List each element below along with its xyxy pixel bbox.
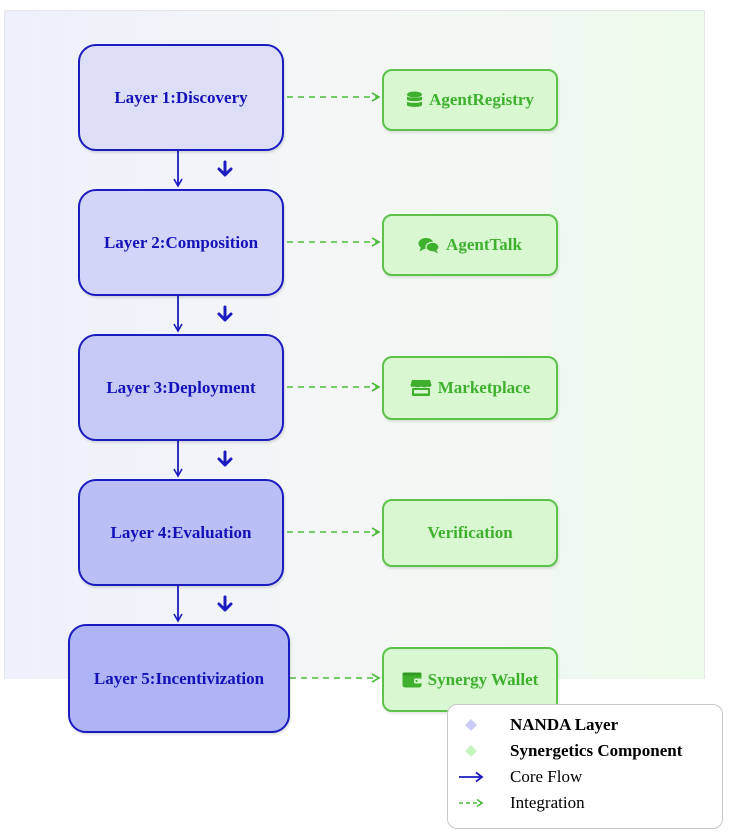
layer-2-composition-box: Layer 2:Composition [78, 189, 284, 296]
dashed-arrow-right-icon [456, 797, 486, 809]
down-arrow-icon [217, 595, 233, 612]
legend: NANDA Layer Synergetics Component Core F… [447, 704, 723, 829]
component-synergy-wallet: Synergy Wallet [382, 647, 558, 712]
component-label: Synergy Wallet [427, 669, 539, 689]
component-agentregistry: AgentRegistry [382, 69, 558, 131]
legend-item-synergetics-component: Synergetics Component [448, 738, 682, 764]
legend-label: Synergetics Component [510, 741, 683, 760]
legend-label: Core Flow [510, 767, 583, 786]
diamond-icon [456, 719, 486, 731]
layer-label: Layer 1:Discovery [114, 87, 248, 107]
database-icon [406, 91, 423, 109]
layer-label: Layer 5:Incentivization [93, 668, 265, 688]
legend-item-core-flow: Core Flow [448, 764, 582, 790]
legend-item-integration: Integration [448, 790, 585, 816]
component-label: AgentTalk [446, 235, 522, 254]
store-icon [410, 379, 432, 397]
down-arrow-icon [217, 450, 233, 467]
layer-4-evaluation-box: Layer 4:Evaluation [78, 479, 284, 586]
layer-3-deployment-box: Layer 3:Deployment [78, 334, 284, 441]
legend-label: Integration [510, 793, 585, 812]
legend-item-nanda-layer: NANDA Layer [448, 712, 618, 738]
legend-label: NANDA Layer [510, 715, 619, 734]
arrow-right-icon [456, 771, 486, 783]
component-marketplace: Marketplace [382, 356, 558, 420]
component-label: Marketplace [437, 378, 531, 397]
layer-5-incentivization-box: Layer 5:Incentivization [68, 624, 290, 733]
layer-label: Layer 2:Composition [103, 232, 259, 252]
component-label: Verification [427, 523, 513, 542]
component-label: AgentRegistry [429, 90, 534, 109]
component-verification: Verification [382, 499, 558, 567]
diamond-icon [456, 745, 486, 757]
down-arrow-icon [217, 160, 233, 177]
component-agenttalk: AgentTalk [382, 214, 558, 276]
down-arrow-icon [217, 305, 233, 322]
chat-bubbles-icon [418, 237, 440, 254]
wallet-icon [402, 671, 422, 688]
layer-label: Layer 3:Deployment [106, 377, 256, 397]
layer-1-discovery-box: Layer 1:Discovery [78, 44, 284, 151]
layer-label: Layer 4:Evaluation [110, 522, 252, 542]
